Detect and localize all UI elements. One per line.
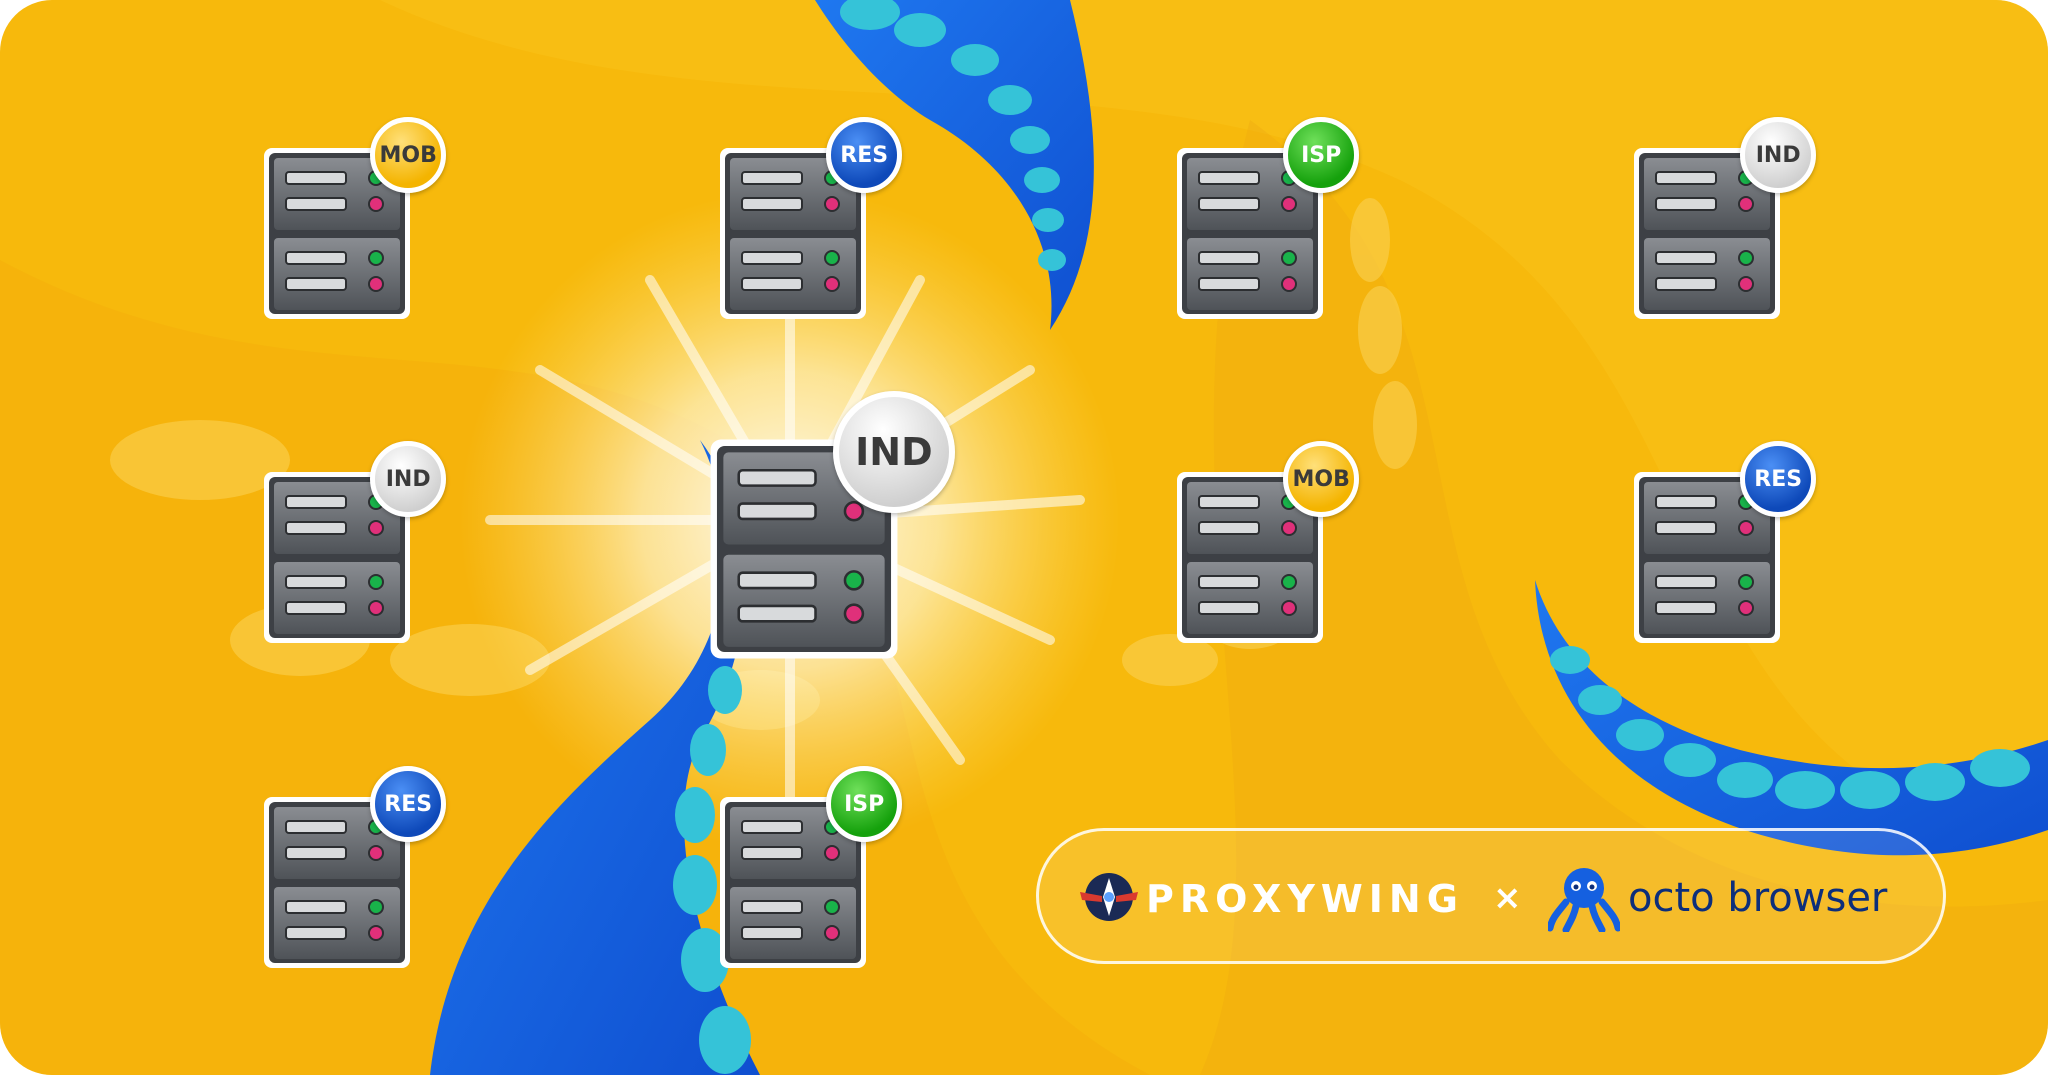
octo-browser-brand: octo browser	[1628, 875, 1888, 921]
server-icon	[264, 797, 410, 968]
proxy-type-badge: ISP	[1283, 117, 1360, 194]
proxy-type-badge: MOB	[1283, 441, 1360, 518]
server-icon	[710, 439, 898, 659]
server-icon	[264, 148, 410, 319]
server-res-tile: RES	[1632, 441, 1817, 645]
server-icon	[1177, 472, 1323, 643]
server-icon	[1634, 148, 1780, 319]
proxywing-brand: PROXYWING	[1146, 877, 1464, 921]
server-ind-tile: IND	[262, 441, 447, 645]
server-icon	[1177, 148, 1323, 319]
proxy-type-badge: MOB	[370, 117, 447, 194]
proxy-type-badge: RES	[826, 117, 903, 194]
proxy-type-badge: RES	[370, 766, 447, 843]
proxy-type-badge: IND	[370, 441, 447, 518]
octo-browser-logo-icon	[1548, 868, 1620, 932]
proxywing-logo-icon	[1080, 873, 1138, 921]
server-icon	[720, 797, 866, 968]
server-res-tile: RES	[718, 117, 903, 321]
server-isp-tile: ISP	[1175, 117, 1360, 321]
server-icon	[1634, 472, 1780, 643]
server-res-tile: RES	[262, 766, 447, 970]
server-ind-tile: IND	[708, 390, 955, 661]
server-ind-tile: IND	[1632, 117, 1817, 321]
collaboration-separator: ×	[1493, 878, 1522, 918]
proxy-type-badge: IND	[1740, 117, 1817, 194]
server-icon	[264, 472, 410, 643]
partnership-pill	[1036, 828, 1946, 964]
proxy-type-badge: RES	[1740, 441, 1817, 518]
server-mob-tile: MOB	[262, 117, 447, 321]
proxy-type-badge: IND	[832, 390, 955, 513]
proxy-type-badge: ISP	[826, 766, 903, 843]
server-icon	[720, 148, 866, 319]
server-isp-tile: ISP	[718, 766, 903, 970]
server-mob-tile: MOB	[1175, 441, 1360, 645]
